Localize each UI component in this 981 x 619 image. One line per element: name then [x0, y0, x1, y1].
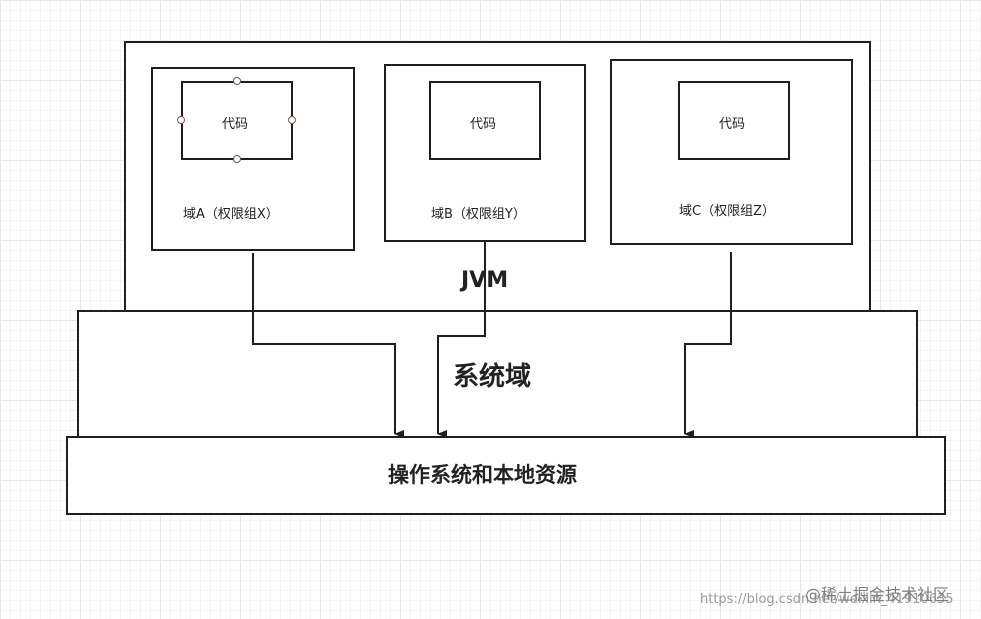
- domain-c-code-box: [678, 81, 790, 160]
- selection-handle-left[interactable]: [177, 116, 185, 124]
- domain-c-label: 域C（权限组Z）: [679, 204, 775, 219]
- juejin-watermark: @稀土掘金技术社区: [805, 585, 950, 604]
- domain-b-code-box: [429, 81, 541, 160]
- os-resources-box: [66, 436, 946, 515]
- domain-a-connector: [252, 253, 404, 438]
- domain-c-code-label: 代码: [719, 117, 746, 132]
- domain-c-connector: [684, 252, 732, 438]
- domain-b-label: 域B（权限组Y）: [431, 207, 526, 222]
- domain-a-code-label: 代码: [222, 117, 249, 132]
- os-resources-label: 操作系统和本地资源: [388, 463, 577, 487]
- domain-b-code-label: 代码: [470, 117, 497, 132]
- selection-handle-bottom[interactable]: [233, 155, 241, 163]
- domain-a-label: 域A（权限组X）: [183, 207, 279, 222]
- system-domain-box: [77, 310, 918, 450]
- system-domain-label: 系统域: [453, 362, 532, 392]
- selection-handle-right[interactable]: [288, 116, 296, 124]
- csdn-watermark: https://blog.csdn.net/weixin_41910635: [700, 592, 954, 607]
- selection-handle-top[interactable]: [233, 77, 241, 85]
- domain-b-connector: [437, 242, 486, 438]
